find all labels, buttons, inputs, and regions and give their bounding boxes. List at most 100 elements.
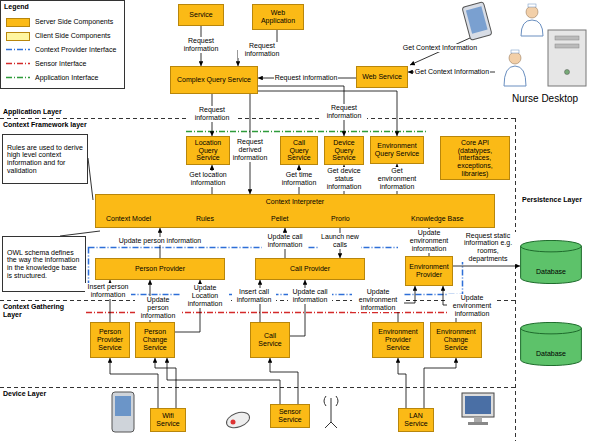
pda-icon-part xyxy=(112,392,134,432)
remote-icon xyxy=(224,409,251,430)
monitor-icon-part xyxy=(462,393,494,417)
cylinder-shape xyxy=(520,322,582,366)
antenna-icon-part xyxy=(336,396,338,406)
legend-text: Client Side Components xyxy=(35,32,111,40)
component-box: Service xyxy=(178,4,224,26)
component-box: Call Service xyxy=(250,322,290,358)
connector-label: Update person information xyxy=(135,296,181,319)
connector-label: Get location information xyxy=(186,171,230,186)
layer-label: Application Layer xyxy=(3,108,62,116)
connector-label: Update environment information xyxy=(352,288,404,311)
node-label: Call Query Service xyxy=(283,139,315,162)
connector-label: Update environment information xyxy=(398,229,460,252)
node-label: Person Change Service xyxy=(138,328,172,351)
connector-label: Request information xyxy=(177,37,225,52)
connector-label: Update call information xyxy=(288,288,332,303)
connector xyxy=(155,358,176,408)
component-box: Device Query Service xyxy=(324,136,364,165)
node-label: Web Application xyxy=(255,9,301,24)
cylinder-shape-part xyxy=(521,240,582,283)
nurse-icon-part xyxy=(511,50,519,53)
connector-label: Update person information xyxy=(118,237,203,245)
component-box: Environment Query Service xyxy=(370,136,424,164)
legend-swatch xyxy=(6,32,30,41)
node-label: Service xyxy=(189,11,212,19)
node-label: Core API (datatypes, interfaces, excepti… xyxy=(443,139,507,177)
computer-tower-icon-part xyxy=(548,30,586,86)
node-label: LAN Service xyxy=(401,412,431,427)
cylinder-shape-part xyxy=(521,328,582,334)
layer-label: Device Layer xyxy=(3,390,46,398)
tablet-icon-part xyxy=(462,2,492,41)
component-box: Web Application xyxy=(252,4,304,30)
computer-tower-icon-part xyxy=(565,70,570,75)
computer-tower-icon-part xyxy=(555,36,579,40)
connector-label: Update Location information xyxy=(181,284,229,307)
cylinder-shape xyxy=(520,240,582,284)
node-label: Rules are used to derive high level cont… xyxy=(7,144,83,175)
node-sublabel: Pellet xyxy=(271,215,289,223)
legend-line xyxy=(6,77,30,79)
component-box: LAN Service xyxy=(398,408,434,432)
node-label: Call Provider xyxy=(290,265,330,273)
component-box: Environment Provider xyxy=(405,256,453,286)
nurse-icon-part xyxy=(526,6,538,18)
connector xyxy=(424,358,456,408)
antenna-icon xyxy=(324,396,338,428)
desktop-node: Nurse Desktop xyxy=(495,30,595,104)
node-sublabel: Knowledge Base xyxy=(411,215,464,223)
node-label: Device Query Service xyxy=(327,139,361,162)
nurse-icon xyxy=(504,50,526,86)
legend-swatch xyxy=(6,18,30,27)
callout-box: Rules are used to derive high level cont… xyxy=(2,134,88,184)
layer-divider-part xyxy=(0,387,515,388)
connector-label: Request static information e.g. rooms, d… xyxy=(460,232,516,263)
component-box: Core API (datatypes, interfaces, excepti… xyxy=(440,136,510,180)
antenna-icon-part xyxy=(324,396,326,406)
connector-label: Request information xyxy=(321,104,367,119)
legend-title: Legend xyxy=(4,3,29,11)
component-box: Person Provider xyxy=(95,258,225,280)
cylinder-shape-part xyxy=(521,322,582,365)
node-sublabel: Prorio xyxy=(331,215,350,223)
computer-tower-icon-part xyxy=(555,44,579,48)
connector xyxy=(453,266,520,267)
node-label: Environment Change Service xyxy=(433,328,479,351)
antenna-icon-part xyxy=(331,422,337,428)
connector xyxy=(270,358,298,404)
connector-label: Get time information xyxy=(276,171,322,186)
interpreter-box: Context InterpreterContext ModelRulesPel… xyxy=(95,194,495,228)
nurse-icon-part xyxy=(521,20,543,36)
callout-box: OWL schema defines the way the informati… xyxy=(2,236,86,292)
component-box: Web Service xyxy=(356,66,408,88)
tablet-icon-part xyxy=(466,6,488,33)
connector-label: Request derived information xyxy=(230,138,270,161)
database-cylinder: Database xyxy=(520,322,582,366)
connector-label: Get Context Information xyxy=(402,44,478,52)
callout-leader xyxy=(88,158,93,200)
connector-label: Get device status information xyxy=(321,167,367,190)
layer-divider-part xyxy=(515,118,516,441)
connector-label: Get Context Information xyxy=(414,68,490,76)
connector-label: Launch new calls xyxy=(319,233,361,248)
connector xyxy=(110,358,158,408)
monitor-icon xyxy=(462,393,494,425)
tablet-icon xyxy=(462,2,492,41)
node-label: Database xyxy=(536,268,566,276)
monitor-icon-part xyxy=(474,417,482,422)
component-box: Environment Provider Service xyxy=(372,322,424,358)
layer-label: Persistence Layer xyxy=(522,196,582,204)
layer-divider-part xyxy=(0,118,515,119)
node-label: Person Provider Service xyxy=(93,328,127,351)
node-sublabel: Context Model xyxy=(106,215,151,223)
node-label: Environment Query Service xyxy=(373,142,421,157)
legend-box xyxy=(1,1,125,89)
node-label: Environment Provider Service xyxy=(375,328,421,351)
component-box: Environment Change Service xyxy=(430,322,482,358)
antenna-icon-part xyxy=(325,422,331,428)
component-box: Call Query Service xyxy=(280,136,318,165)
legend-text: Context Provider Interface xyxy=(35,46,116,54)
connector xyxy=(167,358,280,404)
connector-label: Update call information xyxy=(262,233,308,248)
nurse-icon-part xyxy=(528,4,536,7)
